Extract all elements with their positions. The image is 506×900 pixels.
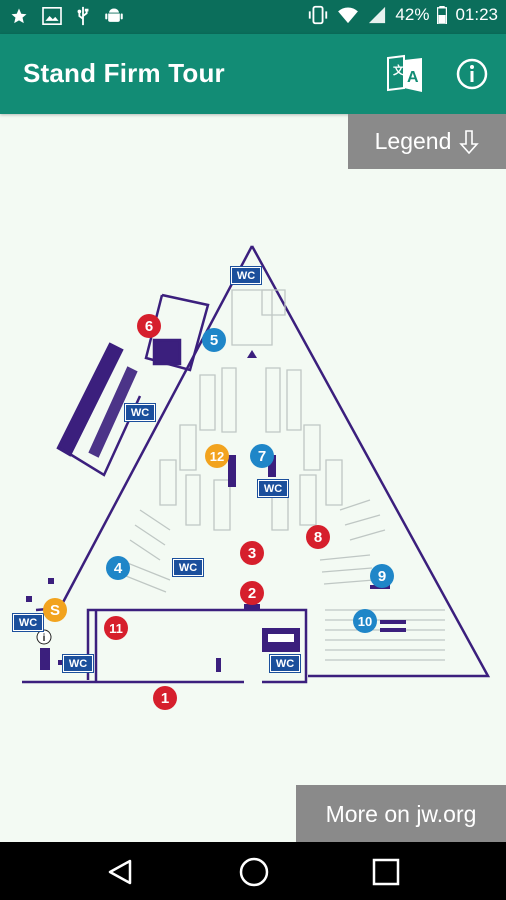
svg-text:A: A <box>407 69 419 86</box>
navigation-bar <box>0 842 506 900</box>
marker-7[interactable]: 7 <box>250 444 274 468</box>
marker-8[interactable]: 8 <box>306 525 330 549</box>
wc-badge: WC <box>62 654 94 673</box>
marker-2[interactable]: 2 <box>240 581 264 605</box>
image-icon <box>42 7 62 25</box>
marker-10[interactable]: 10 <box>353 609 377 633</box>
usb-icon <box>76 6 90 26</box>
wc-badge: WC <box>12 613 44 632</box>
wc-badge: WC <box>257 479 289 498</box>
app-bar: Stand Firm Tour 文 A <box>0 34 506 114</box>
map-floorplan: i <box>22 245 491 684</box>
vibrate-icon <box>307 5 329 25</box>
status-bar: 42% 01:23 <box>0 0 506 34</box>
wc-badge: WC <box>172 558 204 577</box>
more-on-jw-button[interactable]: More on jw.org <box>296 785 506 843</box>
clock: 01:23 <box>455 5 498 24</box>
info-point-label: i <box>43 633 46 644</box>
android-icon <box>104 6 124 26</box>
star-icon <box>10 7 28 25</box>
marker-11[interactable]: 11 <box>104 616 128 640</box>
marker-5[interactable]: 5 <box>202 328 226 352</box>
marker-start[interactable]: S <box>43 598 67 622</box>
svg-text:文: 文 <box>393 63 405 77</box>
recents-icon[interactable] <box>372 858 400 886</box>
signal-icon <box>367 6 387 24</box>
marker-6[interactable]: 6 <box>137 314 161 338</box>
home-icon[interactable] <box>238 856 270 888</box>
marker-9[interactable]: 9 <box>370 564 394 588</box>
marker-4[interactable]: 4 <box>106 556 130 580</box>
info-icon[interactable] <box>456 58 488 90</box>
wifi-icon <box>337 6 359 24</box>
venue-map[interactable]: i WC WC WC WC WC WC WC 1 2 3 4 5 6 7 8 9… <box>0 114 506 784</box>
marker-1[interactable]: 1 <box>153 686 177 710</box>
legend-label: Legend <box>374 128 452 154</box>
back-icon[interactable] <box>106 858 134 886</box>
battery-percent: 42% <box>395 5 430 24</box>
marker-3[interactable]: 3 <box>240 541 264 565</box>
translate-icon[interactable]: 文 A <box>386 54 424 94</box>
battery-icon <box>437 6 448 24</box>
app-title: Stand Firm Tour <box>23 58 225 88</box>
marker-12[interactable]: 12 <box>205 444 229 468</box>
wc-badge: WC <box>124 403 156 422</box>
legend-button[interactable]: Legend <box>348 114 506 169</box>
wc-badge: WC <box>269 654 301 673</box>
wc-badge: WC <box>230 266 262 285</box>
arrow-down-icon <box>459 129 480 154</box>
